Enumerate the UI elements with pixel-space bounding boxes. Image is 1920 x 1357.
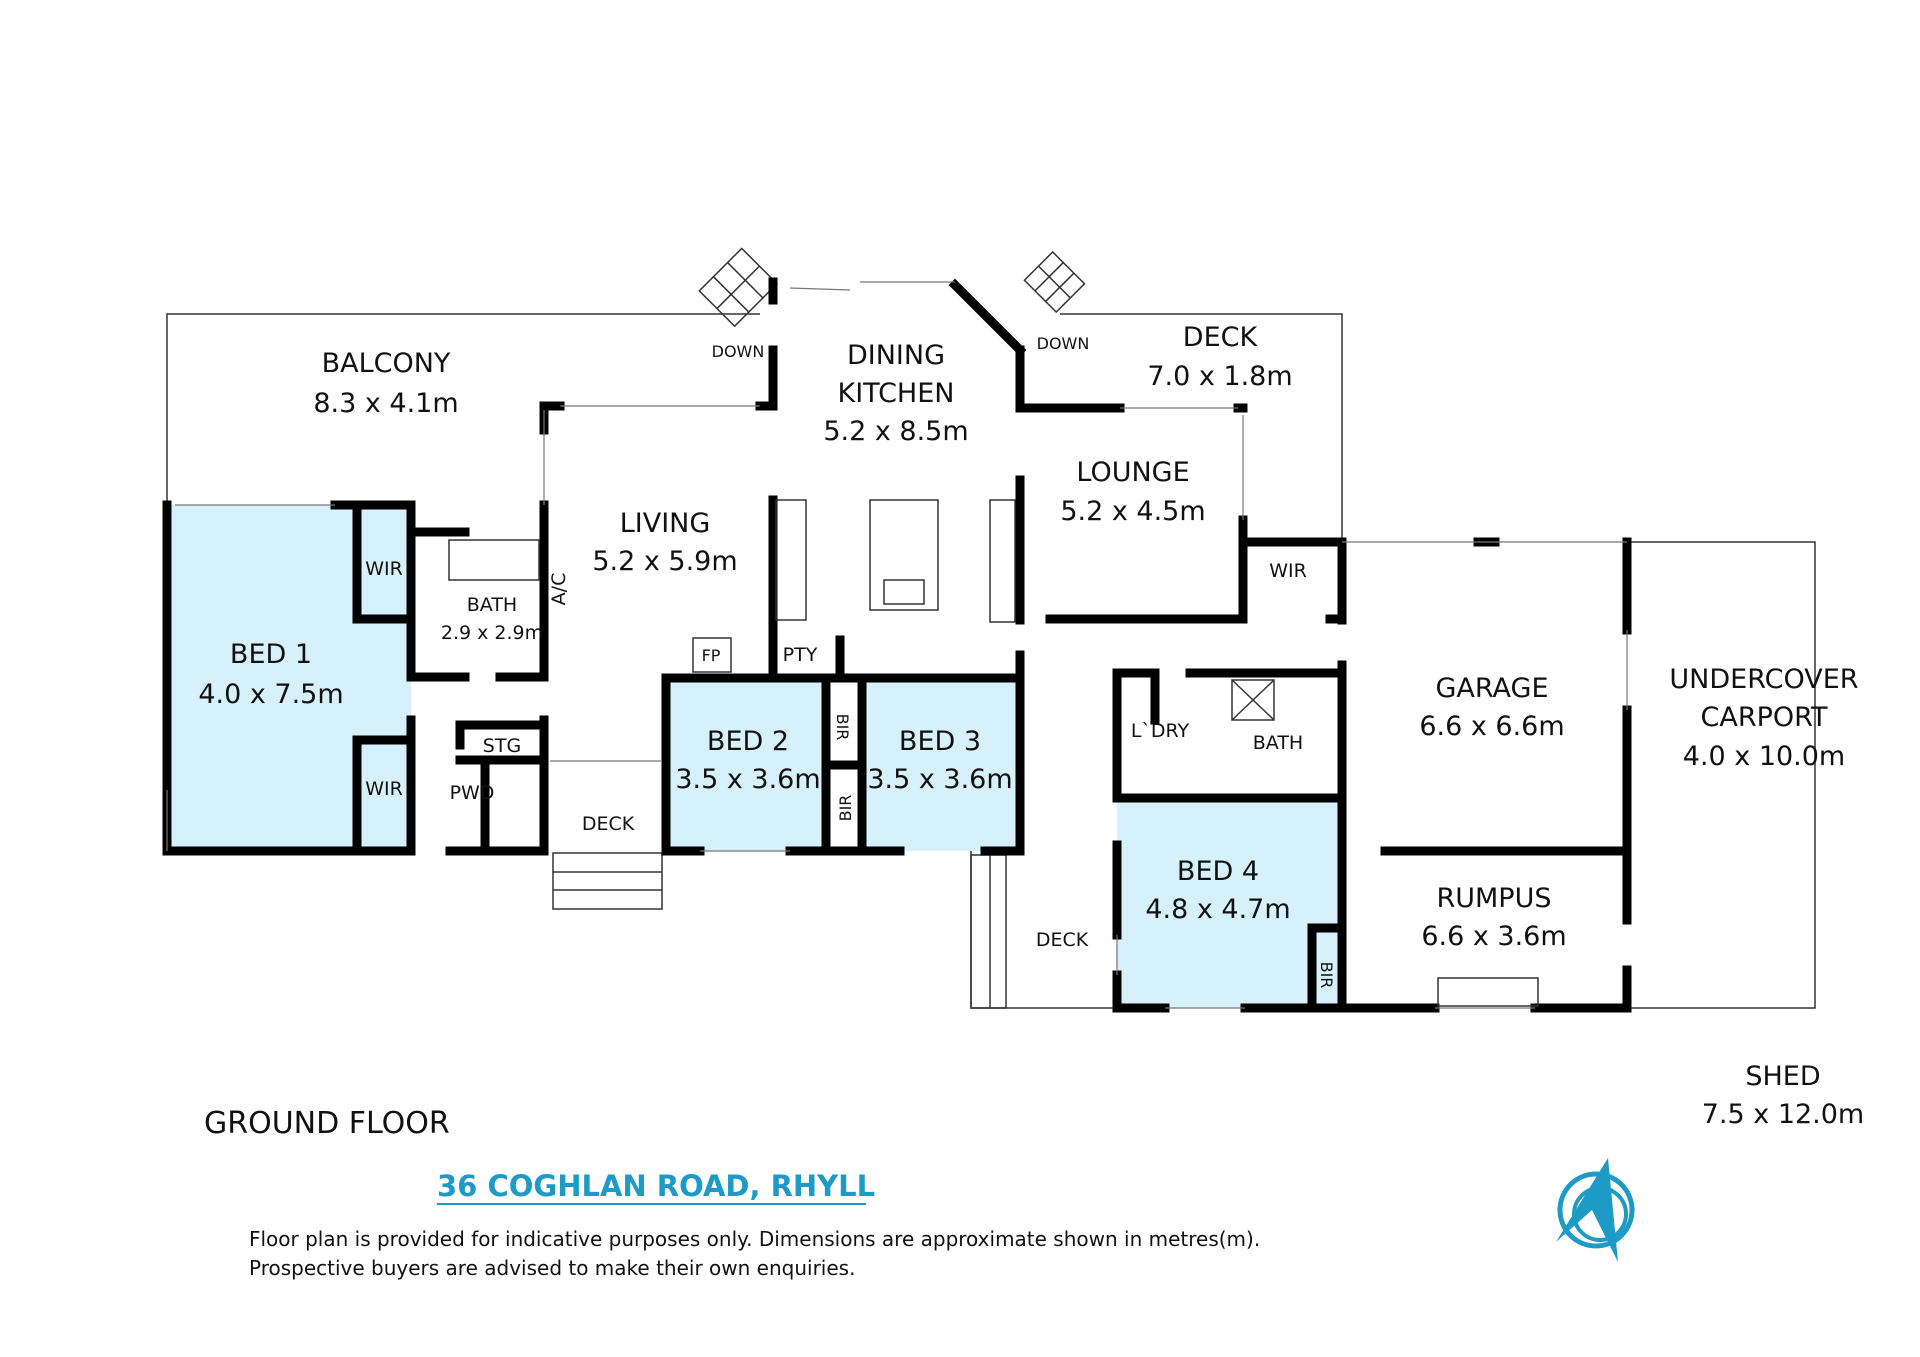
shower	[1231, 679, 1275, 721]
bed2-fill	[666, 678, 826, 851]
stg-label: STG	[483, 735, 521, 757]
carport-size: 4.0 x 10.0m	[1683, 741, 1846, 772]
living-size: 5.2 x 5.9m	[592, 546, 737, 577]
garage-size: 6.6 x 6.6m	[1419, 711, 1564, 742]
laundry-label: L`DRY	[1131, 720, 1190, 742]
rumpus-sink	[1437, 977, 1539, 1007]
deck-small-label: DECK	[582, 813, 635, 835]
stairs-right	[1023, 250, 1086, 314]
shed-size: 7.5 x 12.0m	[1702, 1099, 1865, 1130]
fixtures	[448, 499, 1539, 1007]
wir-upper-label: WIR	[365, 558, 403, 580]
walls	[162, 277, 1632, 1013]
bir-bed2-upper-label: BIR	[833, 714, 852, 741]
stairs-left	[698, 247, 779, 328]
deck-top-size: 7.0 x 1.8m	[1147, 361, 1292, 392]
bir-bed2-lower-label: BIR	[836, 795, 855, 822]
balcony-size: 8.3 x 4.1m	[313, 388, 458, 419]
bath2-label: BATH	[1253, 732, 1303, 754]
bed4-fill	[1117, 798, 1342, 1008]
rumpus-label: RUMPUS	[1436, 883, 1551, 914]
bir-bed4-label: BIR	[1317, 962, 1336, 989]
kitchen-island	[869, 499, 939, 611]
carport-label-1: UNDERCOVER	[1669, 664, 1858, 695]
dining-label: DINING	[847, 340, 945, 371]
wir-lower-label: WIR	[365, 778, 403, 800]
carport-label-2: CARPORT	[1701, 702, 1828, 733]
lounge-label: LOUNGE	[1076, 457, 1189, 488]
bed4-size: 4.8 x 4.7m	[1145, 894, 1290, 925]
disclaimer-line-1: Floor plan is provided for indicative pu…	[249, 1227, 1260, 1251]
cooktop	[883, 579, 925, 605]
pwd-label: PWD	[450, 782, 495, 804]
living-label: LIVING	[620, 508, 711, 539]
bath1-label: BATH	[467, 594, 517, 616]
bathtub	[448, 539, 540, 581]
balcony-label: BALCONY	[322, 348, 451, 379]
sink-bench	[775, 499, 807, 621]
north-compass-icon	[1556, 1158, 1635, 1262]
wir-lounge-label: WIR	[1269, 560, 1307, 582]
bed1-label: BED 1	[230, 639, 312, 670]
fireplace	[692, 637, 732, 673]
bed3-fill	[862, 678, 1020, 851]
bath1-size: 2.9 x 2.9m	[441, 622, 543, 644]
disclaimer-line-2: Prospective buyers are advised to make t…	[249, 1256, 855, 1280]
down-left-label: DOWN	[712, 342, 765, 361]
deck-top-label: DECK	[1183, 322, 1259, 353]
lounge-size: 5.2 x 4.5m	[1060, 496, 1205, 527]
kitchen-label: KITCHEN	[838, 378, 955, 409]
bed2-size: 3.5 x 3.6m	[675, 764, 820, 795]
fp-label: FP	[702, 646, 721, 665]
bed3-label: BED 3	[899, 726, 981, 757]
bed1-fill	[167, 505, 411, 851]
bed2-label: BED 2	[707, 726, 789, 757]
exterior-outlines	[166, 313, 1816, 1009]
garage-label: GARAGE	[1435, 673, 1548, 704]
windows	[166, 281, 1628, 1009]
dining-size: 5.2 x 8.5m	[823, 416, 968, 447]
ac-label: A/C	[548, 573, 570, 606]
address: 36 COGHLAN ROAD, RHYLL	[437, 1169, 875, 1203]
floor-title: GROUND FLOOR	[204, 1106, 450, 1141]
shed-label: SHED	[1745, 1061, 1820, 1092]
rumpus-size: 6.6 x 3.6m	[1421, 921, 1566, 952]
bench	[989, 499, 1016, 623]
deck-lower-label: DECK	[1036, 929, 1089, 951]
down-right-label: DOWN	[1037, 334, 1090, 353]
pty-label: PTY	[783, 644, 818, 666]
bed1-size: 4.0 x 7.5m	[198, 679, 343, 710]
bed3-size: 3.5 x 3.6m	[867, 764, 1012, 795]
bed4-label: BED 4	[1177, 856, 1259, 887]
